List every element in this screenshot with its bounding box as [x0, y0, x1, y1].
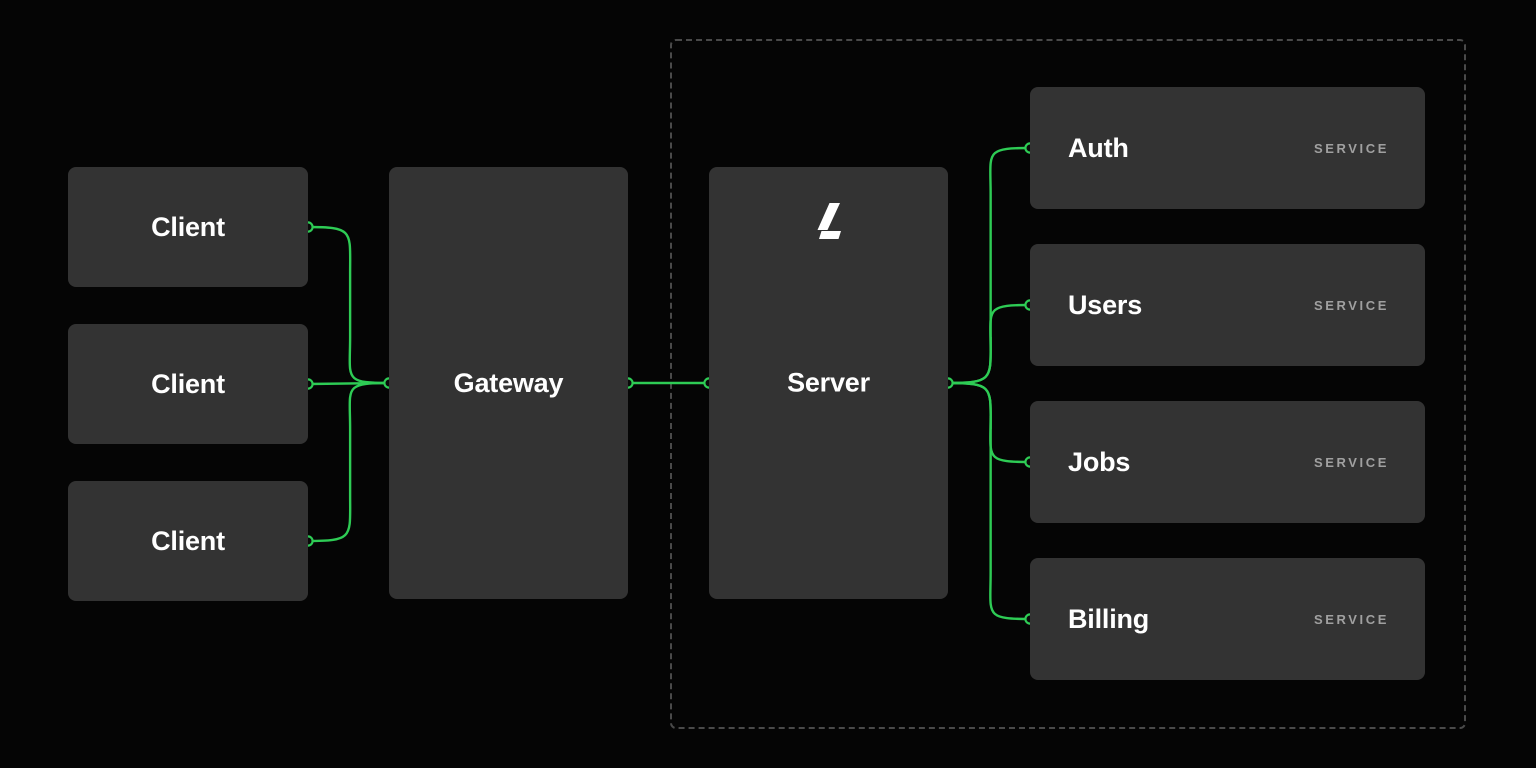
service-name: Billing — [1068, 603, 1150, 634]
client-node-label: Client — [151, 211, 225, 242]
edge-client-3-to-gateway — [306, 381, 391, 543]
service-card-users[interactable]: Users SERVICE — [1030, 244, 1425, 366]
service-type-badge: SERVICE — [1313, 611, 1389, 627]
server-node-label: Server — [787, 367, 870, 398]
lightning-l-logo-icon — [817, 203, 841, 239]
service-card-billing[interactable]: Billing SERVICE — [1030, 558, 1425, 680]
service-card-auth[interactable]: Auth SERVICE — [1030, 87, 1425, 209]
edge-server-to-users — [946, 303, 1032, 385]
client-node-2[interactable]: Client — [68, 324, 308, 444]
edge-server-to-billing — [946, 381, 1032, 621]
service-card-jobs[interactable]: Jobs SERVICE — [1030, 401, 1425, 523]
client-node-3[interactable]: Client — [68, 481, 308, 601]
edge-client-1-to-gateway — [306, 225, 391, 385]
service-type-badge: SERVICE — [1313, 140, 1389, 156]
client-node-label: Client — [151, 368, 225, 399]
client-node-label: Client — [151, 525, 225, 556]
service-name: Auth — [1068, 132, 1129, 163]
client-node-1[interactable]: Client — [68, 167, 308, 287]
service-name: Users — [1068, 289, 1143, 320]
gateway-node[interactable]: Gateway — [389, 167, 628, 599]
server-node[interactable]: Server — [709, 167, 948, 599]
gateway-node-label: Gateway — [453, 367, 564, 398]
service-type-badge: SERVICE — [1313, 297, 1389, 313]
edge-server-to-auth — [946, 146, 1032, 385]
service-name: Jobs — [1068, 446, 1131, 477]
service-type-badge: SERVICE — [1313, 454, 1389, 470]
